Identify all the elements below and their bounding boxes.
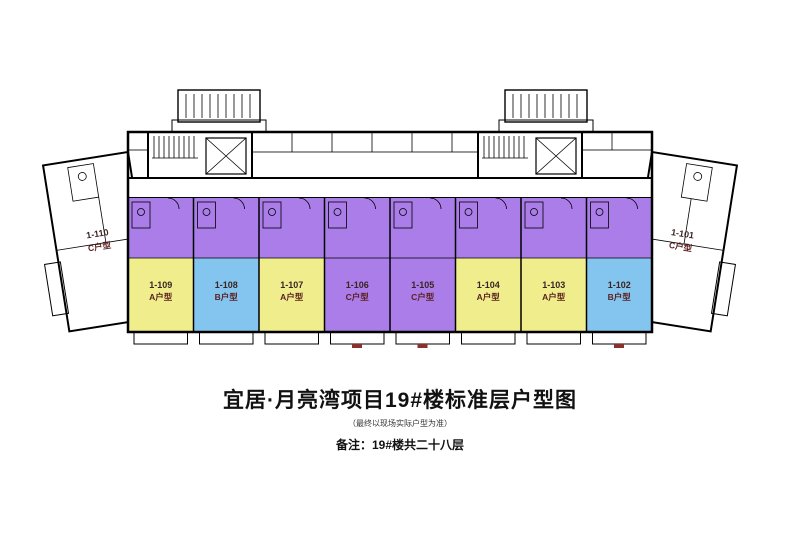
unit: 1-107 A户型 — [259, 197, 325, 345]
bathroom — [328, 201, 347, 229]
unit-number: 1-105 — [411, 280, 434, 290]
balcony — [133, 331, 188, 345]
unit-type-label: A户型 — [280, 292, 304, 302]
balcony-rail-mark — [352, 344, 362, 348]
balcony — [330, 331, 385, 345]
bathroom — [680, 163, 713, 202]
balcony — [199, 331, 254, 345]
bathroom — [459, 201, 478, 229]
toilet-icon — [464, 208, 473, 216]
unit-type-label: C户型 — [346, 292, 370, 302]
balcony — [43, 261, 70, 317]
unit: 1-104 A户型 — [455, 197, 521, 345]
party-walls — [192, 198, 588, 332]
unit: 1-105 C户型 — [390, 197, 456, 348]
unit: 1-106 C户型 — [324, 197, 390, 348]
toilet-icon — [530, 208, 538, 216]
unit-area — [455, 258, 521, 332]
unit-type-label: A户型 — [477, 292, 501, 302]
unit: 1-103 A户型 — [521, 197, 587, 345]
drawing-title: 宜居·月亮湾项目19#楼标准层户型图 — [222, 389, 578, 412]
unit-number: 1-101 — [670, 227, 694, 240]
unit-area — [521, 258, 587, 332]
unit-type-label: B户型 — [608, 292, 632, 302]
unit-area — [259, 258, 325, 332]
unit-area — [128, 258, 194, 332]
toilet-icon — [333, 208, 342, 216]
unit-number: 1-102 — [608, 280, 631, 290]
unit-number: 1-109 — [149, 280, 172, 290]
unit: 1-109 A户型 — [128, 197, 194, 345]
unit-area — [390, 258, 456, 332]
unit-number: 1-104 — [477, 280, 500, 290]
unit-type-label: B户型 — [215, 292, 239, 302]
unit-area — [193, 258, 259, 332]
unit-number: 1-103 — [542, 280, 565, 290]
balcony-rail-mark — [614, 344, 624, 348]
building-outline — [126, 130, 654, 334]
toilet-icon — [268, 208, 276, 216]
unit-type-label: C户型 — [411, 292, 435, 302]
bathroom — [524, 201, 544, 229]
unit-area — [586, 258, 652, 332]
elevator-icon — [205, 137, 247, 175]
corridor — [128, 177, 652, 199]
balcony — [592, 331, 647, 345]
bathroom — [197, 201, 216, 229]
bathroom — [590, 201, 609, 229]
unit-number: 1-106 — [346, 280, 369, 290]
north-room — [251, 151, 479, 179]
unit-number: 1-108 — [215, 280, 238, 290]
roof-feature-right — [498, 89, 594, 133]
unit-type-label: A户型 — [149, 292, 173, 302]
north-room — [581, 149, 653, 179]
stair-core-right — [477, 131, 583, 179]
stair-core-left — [147, 131, 253, 179]
balcony — [395, 331, 450, 345]
balcony — [526, 331, 581, 345]
elevator-icon — [535, 137, 577, 175]
bathroom — [262, 201, 282, 229]
drawing-subtitle: （最终以现场实际户型为准） — [348, 419, 452, 428]
toilet-icon — [595, 208, 604, 216]
unit-number: 1-110 — [86, 227, 110, 240]
unit: 1-108 B户型 — [193, 197, 259, 345]
drawing-note: 备注：19#楼共二十八层 — [335, 438, 465, 452]
roof-feature-left — [171, 89, 267, 133]
toilet-icon — [693, 172, 703, 181]
bathroom — [393, 201, 413, 229]
unit-type-label: A户型 — [542, 292, 566, 302]
balcony — [710, 261, 737, 317]
unit-number: 1-107 — [280, 280, 303, 290]
balcony — [264, 331, 319, 345]
toilet-icon — [77, 172, 87, 181]
toilet-icon — [137, 208, 145, 216]
bathroom — [131, 201, 151, 229]
bathroom — [67, 163, 100, 202]
unit-type-label: C户型 — [87, 240, 112, 254]
unit: 1-102 B户型 — [586, 197, 652, 348]
toilet-icon — [202, 208, 211, 216]
toilet-icon — [399, 208, 407, 216]
unit-area — [324, 258, 390, 332]
unit-type-label: C户型 — [668, 240, 693, 254]
balcony — [461, 331, 516, 345]
balcony-rail-mark — [417, 344, 428, 348]
